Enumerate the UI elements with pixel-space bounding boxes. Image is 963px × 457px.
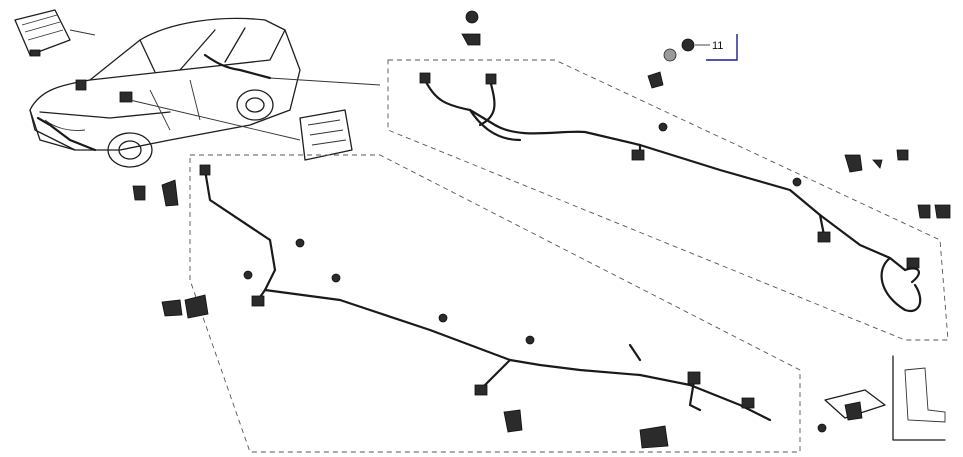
lower-harness-boundary (189, 154, 801, 453)
callout-11: 11 (681, 34, 738, 61)
upper-harness (419, 72, 922, 313)
callout-label-11: 11 (712, 40, 723, 52)
leader-line-right (269, 77, 381, 86)
lower-harness (199, 164, 772, 422)
clip-group-lower (132, 179, 669, 449)
bracket-corner-box (892, 355, 946, 441)
clip-group-upper (461, 10, 951, 219)
grommet-part-11 (681, 38, 695, 52)
bracket-bottom-right (817, 389, 886, 433)
sensor-small-2 (119, 91, 133, 103)
control-module-top-left (14, 9, 71, 57)
control-module-center (299, 109, 353, 161)
leader-line-module (69, 29, 96, 36)
sensor-small-1 (75, 79, 87, 91)
vehicle-illustration (29, 17, 301, 168)
upper-harness-boundary (387, 59, 949, 341)
leader-line-center (129, 99, 301, 141)
